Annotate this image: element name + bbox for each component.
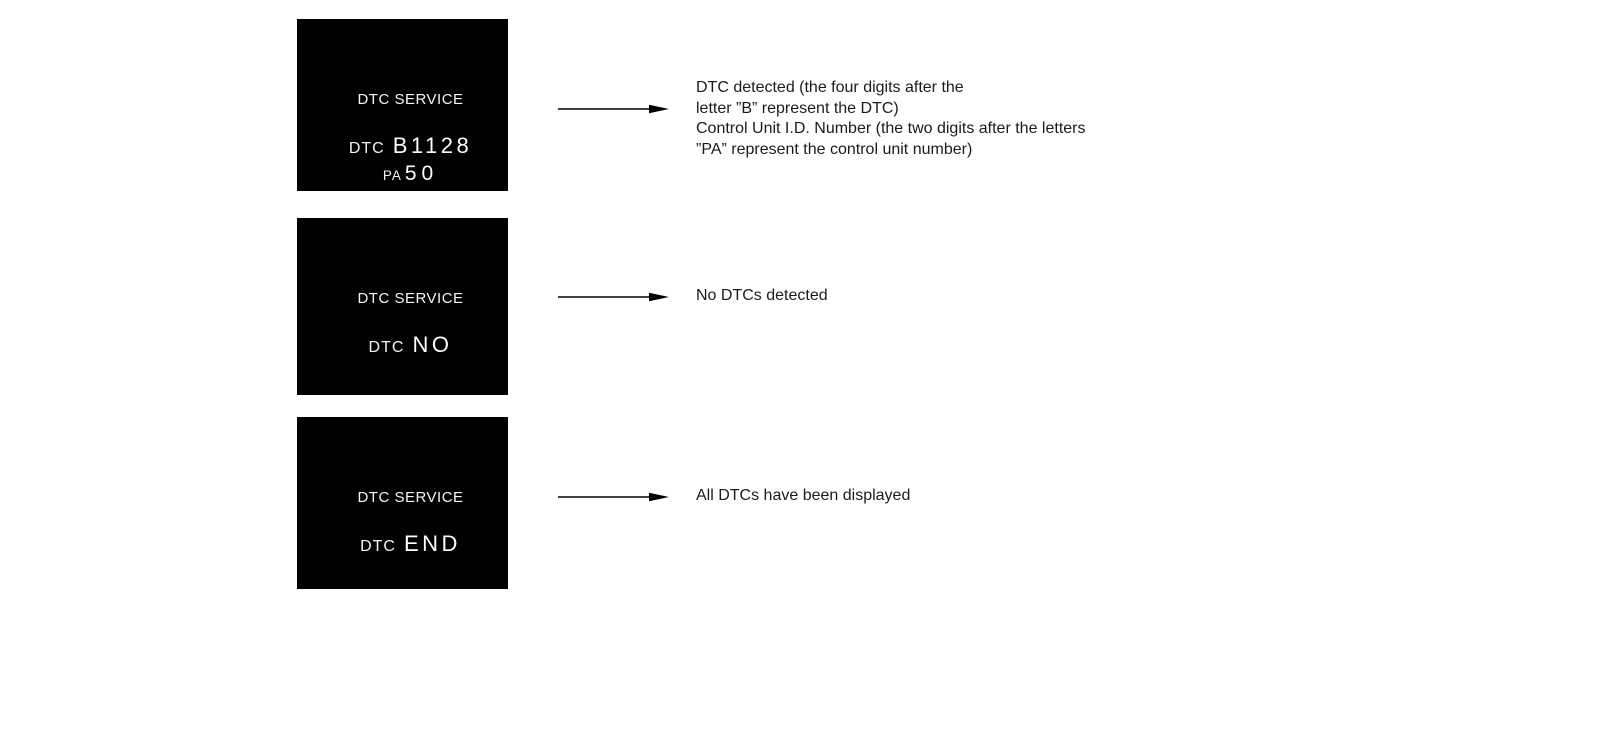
dtc-code-line: DTC B1128	[305, 131, 516, 164]
dtc-screen-no: DTC SERVICE DTC NO	[297, 218, 508, 395]
dtc-code-line: DTC END	[305, 529, 516, 562]
dtc-code-line: DTC NO	[305, 330, 516, 363]
dtc-code-value: NO	[412, 332, 453, 357]
dtc-code-value: B1128	[392, 133, 473, 158]
annotation-no-dtcs: No DTCs detected	[696, 286, 828, 307]
screen-header: DTC SERVICE	[357, 91, 464, 108]
control-unit-value: 50	[404, 162, 439, 185]
annotation-line: letter ”B” represent the DTC)	[696, 99, 899, 117]
dtc-code-prefix: DTC	[368, 339, 405, 356]
annotation-line: ”PA” represent the control unit number)	[696, 140, 973, 158]
control-unit-prefix: PA	[382, 168, 402, 183]
dtc-screen-end: DTC SERVICE DTC END	[297, 417, 508, 589]
annotation-line: DTC detected (the four digits after the	[696, 79, 964, 96]
dtc-code-value: END	[403, 531, 461, 556]
annotation-line: All DTCs have been displayed	[696, 487, 911, 504]
annotation-all-displayed: All DTCs have been displayed	[696, 486, 910, 507]
screen-header: DTC SERVICE	[357, 489, 464, 506]
annotation-dtc-detected: DTC detected (the four digits after the …	[696, 78, 1085, 160]
right-arrow-icon	[558, 292, 669, 302]
dtc-code-prefix: DTC	[360, 538, 396, 555]
right-arrow-icon	[558, 104, 669, 114]
right-arrow-icon	[558, 492, 669, 502]
annotation-line: Control Unit I.D. Number (the two digits…	[696, 120, 1086, 137]
screen-header: DTC SERVICE	[357, 290, 464, 307]
dtc-code-prefix: DTC	[348, 140, 385, 157]
annotation-line: No DTCs detected	[696, 287, 828, 304]
